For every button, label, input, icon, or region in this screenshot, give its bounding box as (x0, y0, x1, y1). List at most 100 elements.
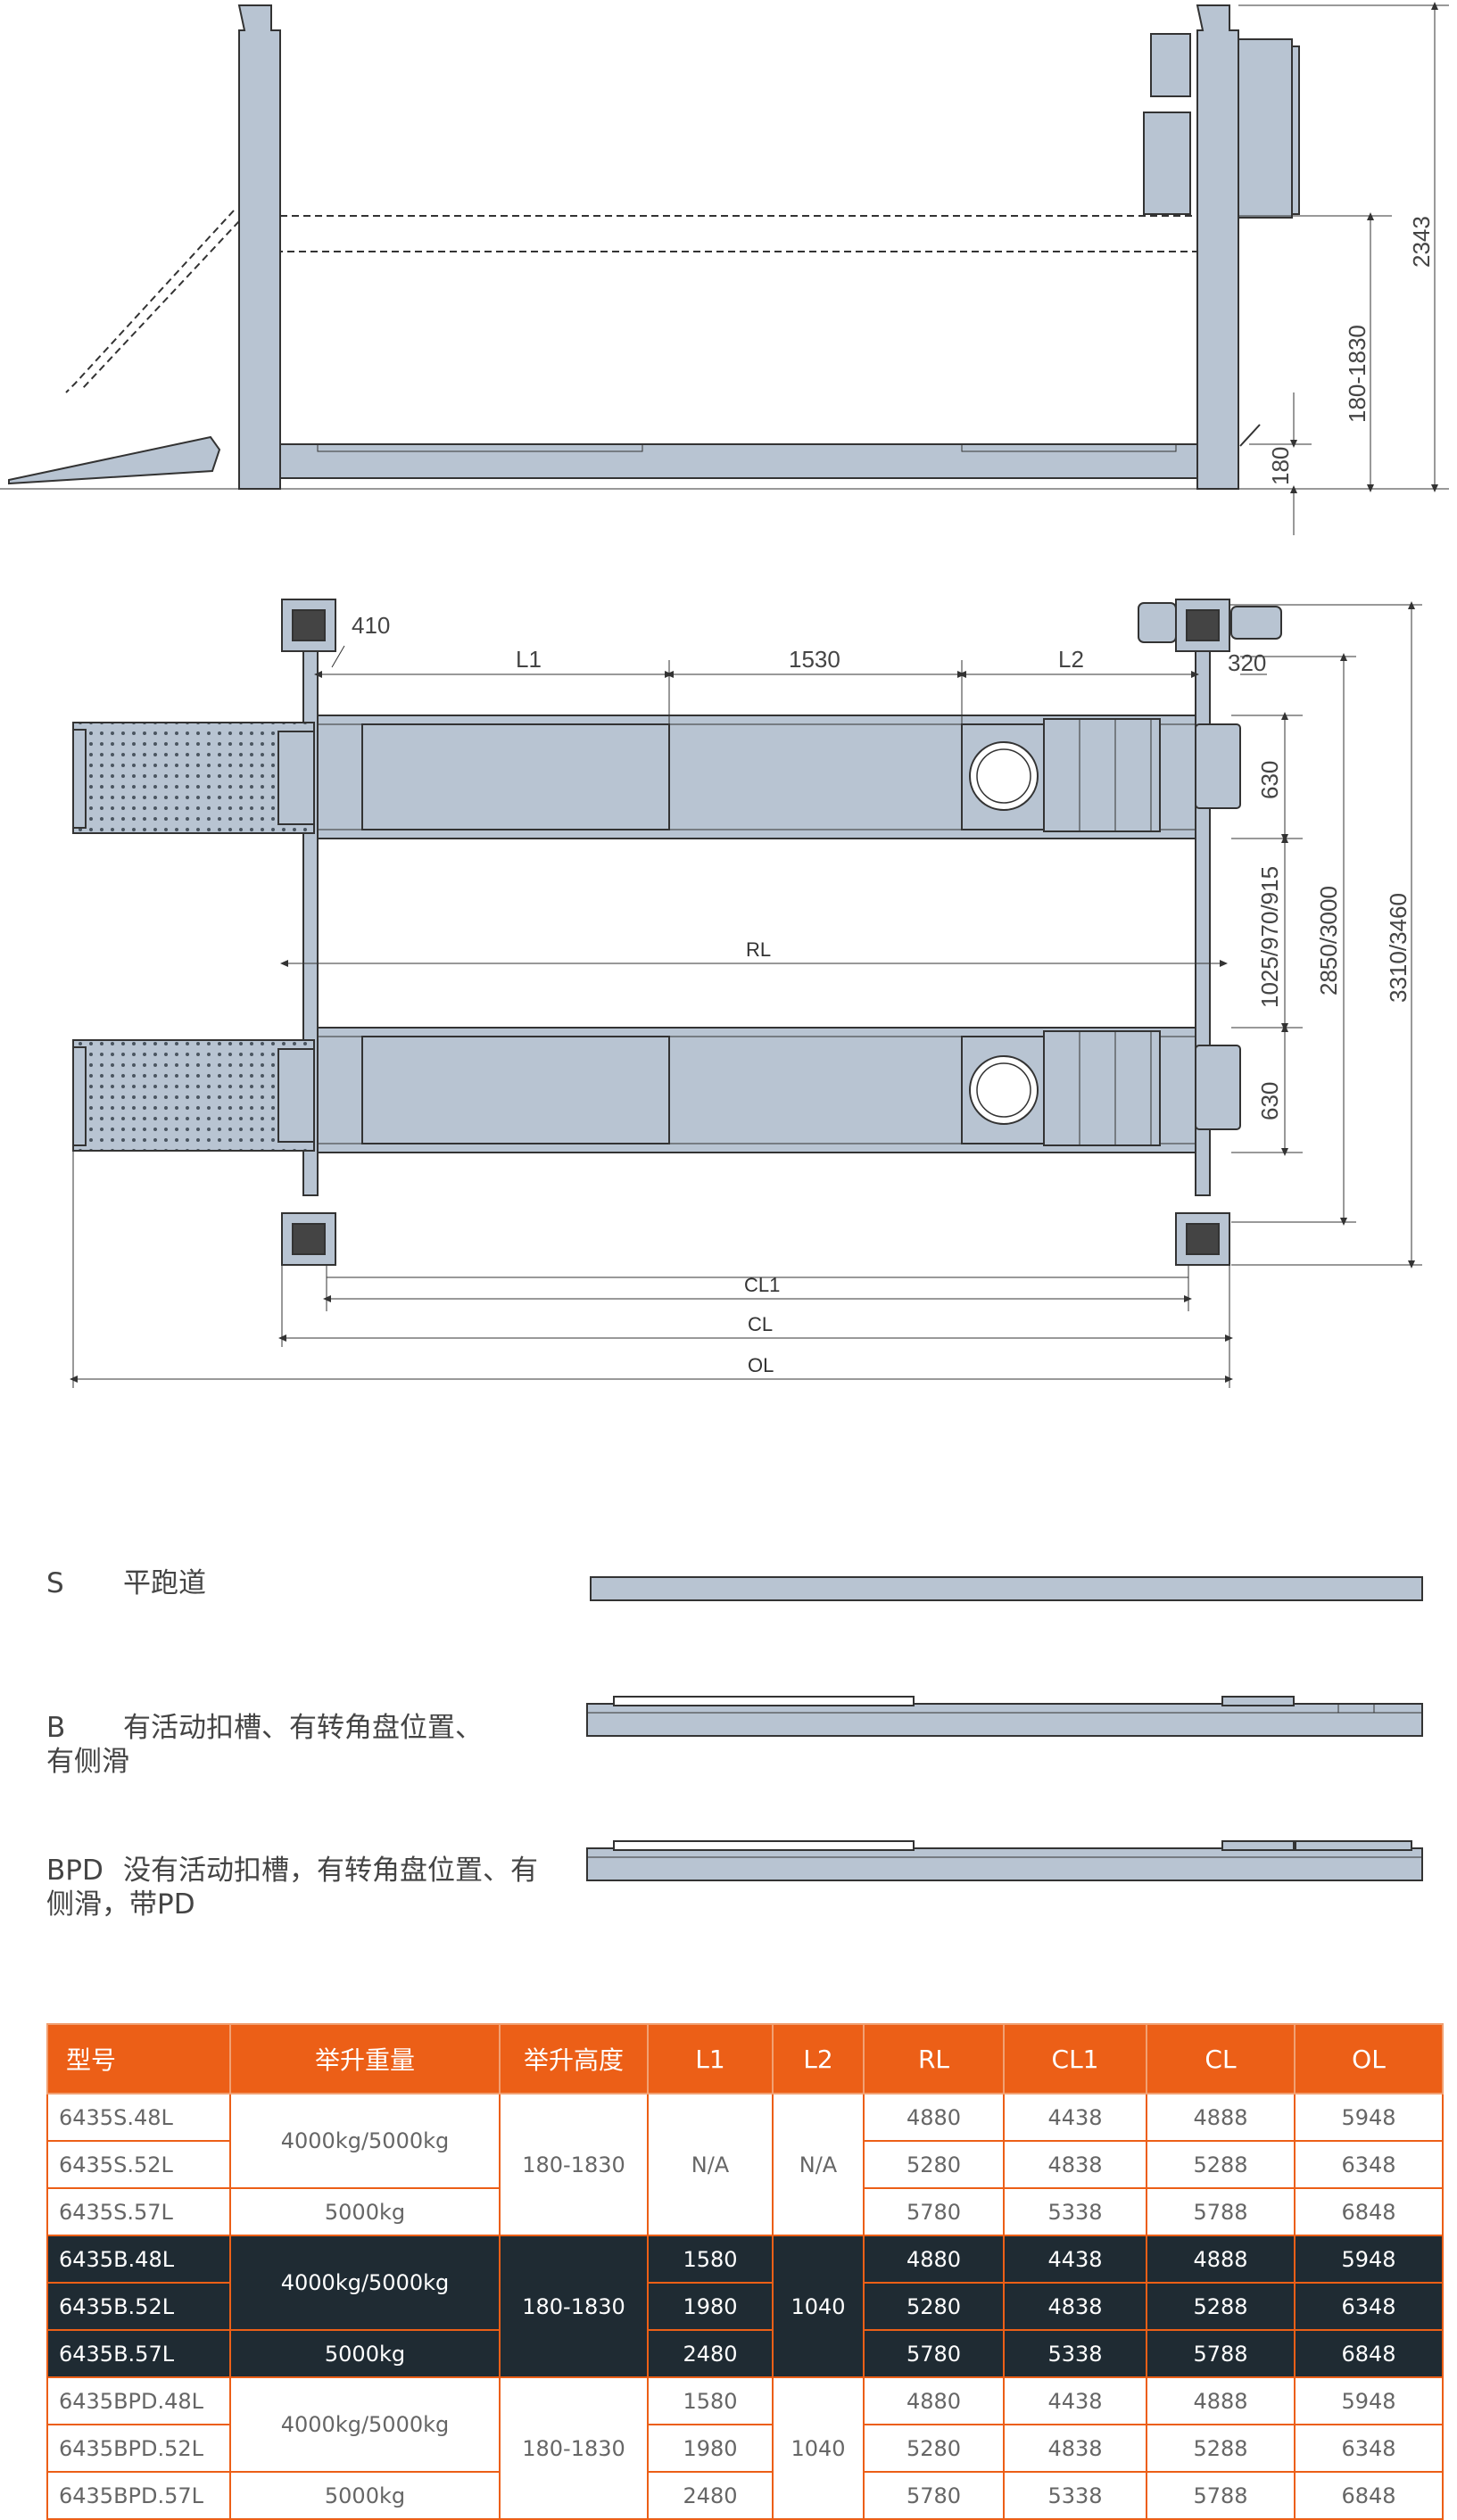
dim-1530: 1530 (789, 646, 840, 673)
variant-code: B (46, 1712, 66, 1744)
cell-ol: 6348 (1294, 2424, 1444, 2473)
cell-capacity: 5000kg (229, 2187, 501, 2236)
cell-rl: 5780 (863, 2329, 1005, 2378)
table-row: 6435BPD.57L 5000kg 2480 5780 5338 5788 6… (46, 2471, 1444, 2520)
dim-CL1: CL1 (744, 1274, 780, 1296)
cell-l1: 2480 (647, 2329, 774, 2378)
cell-cl: 4888 (1146, 2235, 1296, 2284)
cell-rl: 5280 (863, 2424, 1005, 2473)
turntable-lower (969, 1055, 1039, 1125)
header-capacity: 举升重量 (229, 2023, 501, 2094)
dim-OL: OL (748, 1354, 774, 1376)
table-row: 6435S.52L 5280 4838 5288 6348 (46, 2140, 1444, 2189)
header-ol: OL (1294, 2023, 1444, 2094)
column-base-bottom-left (281, 1212, 336, 1266)
dim-630-lower: 630 (1256, 1082, 1283, 1120)
variant-code: S (46, 1567, 64, 1599)
spec-table: 型号 举升重量 举升高度 L1 L2 RL CL1 CL OL 6435S.48… (46, 2023, 1444, 2520)
cell-capacity: 4000kg/5000kg (229, 2376, 501, 2473)
cell-cl: 4888 (1146, 2093, 1296, 2142)
cell-l1: 1980 (647, 2282, 774, 2331)
cell-rl: 4880 (863, 2235, 1005, 2284)
header-l1: L1 (647, 2023, 774, 2094)
cell-cl1: 5338 (1003, 2187, 1147, 2236)
cell-rl: 4880 (863, 2093, 1005, 2142)
cell-height: 180-1830 (499, 2376, 649, 2520)
cell-cl1: 4438 (1003, 2093, 1147, 2142)
header-cl: CL (1146, 2023, 1296, 2094)
cell-model: 6435B.48L (46, 2235, 231, 2284)
cell-height: 180-1830 (499, 2093, 649, 2236)
variant-s: S 平跑道 (46, 1566, 206, 1600)
cell-cl1: 4838 (1003, 2140, 1147, 2189)
cell-cl1: 4838 (1003, 2282, 1147, 2331)
cell-rl: 4880 (863, 2376, 1005, 2425)
column-base-top-right (1175, 599, 1230, 652)
header-height: 举升高度 (499, 2023, 649, 2094)
cell-capacity: 4000kg/5000kg (229, 2235, 501, 2331)
cell-model: 6435B.57L (46, 2329, 231, 2378)
cell-ol: 5948 (1294, 2376, 1444, 2425)
cell-cl: 5788 (1146, 2329, 1296, 2378)
cell-ol: 6348 (1294, 2282, 1444, 2331)
table-row: 6435B.52L 1980 5280 4838 5288 6348 (46, 2282, 1444, 2331)
cell-model: 6435BPD.57L (46, 2471, 231, 2520)
dim-travel: 180-1830 (1344, 325, 1370, 423)
cell-l1: 2480 (647, 2471, 774, 2520)
lift-drawing: 2343 180-1830 180 (0, 1, 1449, 1881)
dim-total-height: 2343 (1408, 216, 1435, 268)
variant-profile-s (590, 1576, 1423, 1601)
column-base-bottom-right (1175, 1212, 1230, 1266)
cell-cl1: 4838 (1003, 2424, 1147, 2473)
cell-l1: 1980 (647, 2424, 774, 2473)
cell-cl1: 5338 (1003, 2471, 1147, 2520)
cell-rl: 5280 (863, 2140, 1005, 2189)
variant-desc: 没有活动扣槽，有转角盘位置、有 (123, 1855, 538, 1887)
dim-inner-width: 2850/3000 (1315, 886, 1342, 996)
cell-l1: 1580 (647, 2235, 774, 2284)
power-unit (1238, 38, 1293, 219)
dim-320: 320 (1228, 649, 1266, 676)
cell-ol: 6848 (1294, 2329, 1444, 2378)
table-row: 6435BPD.52L 1980 5280 4838 5288 6348 (46, 2424, 1444, 2473)
left-column (237, 4, 281, 490)
top-dimensions (70, 601, 1422, 1388)
cell-ol: 6348 (1294, 2140, 1444, 2189)
cell-cl1: 5338 (1003, 2329, 1147, 2378)
cell-rl: 5780 (863, 2187, 1005, 2236)
cell-capacity: 4000kg/5000kg (229, 2093, 501, 2189)
cell-model: 6435B.52L (46, 2282, 231, 2331)
cell-ol: 6848 (1294, 2187, 1444, 2236)
variant-desc: 平跑道 (123, 1567, 206, 1599)
cell-model: 6435S.57L (46, 2187, 231, 2236)
cell-cl1: 4438 (1003, 2376, 1147, 2425)
lowered-runway (279, 443, 1198, 479)
cell-cl: 5288 (1146, 2282, 1296, 2331)
cell-height: 180-1830 (499, 2235, 649, 2378)
cell-l1: 1580 (647, 2376, 774, 2425)
dim-runway-gap: 1025/970/915 (1256, 866, 1283, 1008)
cell-cl: 4888 (1146, 2376, 1296, 2425)
dim-low-height: 180 (1267, 447, 1294, 485)
dim-L2: L2 (1058, 646, 1084, 673)
cell-cl1: 4438 (1003, 2235, 1147, 2284)
cell-capacity: 5000kg (229, 2471, 501, 2520)
header-rl: RL (863, 2023, 1005, 2094)
table-header: 型号 举升重量 举升高度 L1 L2 RL CL1 CL OL (46, 2023, 1444, 2094)
variant-code: BPD (46, 1855, 103, 1887)
variant-desc: 有活动扣槽、有转角盘位置、 (123, 1712, 483, 1744)
ramp-lower (72, 1039, 315, 1152)
side-view (0, 4, 1300, 490)
cell-l1: N/A (647, 2093, 774, 2236)
dim-630-upper: 630 (1256, 761, 1283, 799)
dim-L1: L1 (516, 646, 542, 673)
cell-rl: 5780 (863, 2471, 1005, 2520)
cell-ol: 5948 (1294, 2093, 1444, 2142)
variant-profile-bpd (586, 1840, 1423, 1881)
cell-ol: 6848 (1294, 2471, 1444, 2520)
variant-desc-cont: 侧滑，带PD (46, 1888, 195, 1921)
table-row: 6435B.48L 4000kg/5000kg 180-1830 1580 10… (46, 2235, 1444, 2378)
cell-l2: 1040 (772, 2235, 865, 2378)
table-row: 6435BPD.48L 4000kg/5000kg 180-1830 1580 … (46, 2376, 1444, 2520)
